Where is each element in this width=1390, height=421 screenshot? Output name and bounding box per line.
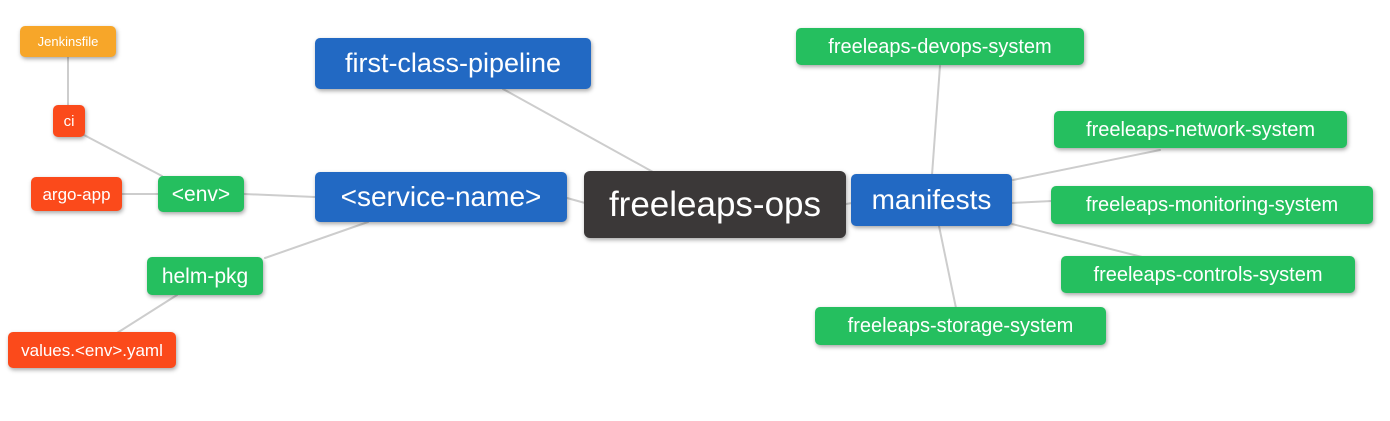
node-freeleaps-monitoring-system[interactable]: freeleaps-monitoring-system (1051, 186, 1373, 224)
edge-manifests-controls (1011, 223, 1143, 258)
edge-manifests-monitoring (1011, 200, 1053, 204)
node-first-class-pipeline[interactable]: first-class-pipeline (315, 38, 591, 89)
edge-manifests-devops (931, 65, 941, 176)
edge-pipeline-freeleaps-ops (502, 88, 654, 173)
node-freeleaps-storage-system[interactable]: freeleaps-storage-system (815, 307, 1106, 345)
node-freeleaps-ops[interactable]: freeleaps-ops (584, 171, 846, 238)
node-env[interactable]: <env> (158, 176, 244, 212)
node-freeleaps-controls-system[interactable]: freeleaps-controls-system (1061, 256, 1355, 293)
edge-manifests-network (1012, 149, 1161, 181)
node-jenkinsfile[interactable]: Jenkinsfile (20, 26, 116, 57)
edge-env-service-name (243, 193, 316, 198)
node-freeleaps-devops-system[interactable]: freeleaps-devops-system (796, 28, 1084, 65)
node-helm-pkg[interactable]: helm-pkg (147, 257, 263, 295)
edge-helm-pkg-service-name (264, 221, 369, 259)
node-values-env-yaml[interactable]: values.<env>.yaml (8, 332, 176, 368)
node-argo-app[interactable]: argo-app (31, 177, 122, 211)
edge-values-helm-pkg (116, 294, 178, 334)
edge-manifests-storage (938, 225, 957, 309)
node-ci[interactable]: ci (53, 105, 85, 137)
node-manifests[interactable]: manifests (851, 174, 1012, 226)
edge-ci-env (83, 134, 163, 177)
node-service-name[interactable]: <service-name> (315, 172, 567, 222)
node-freeleaps-network-system[interactable]: freeleaps-network-system (1054, 111, 1347, 148)
edge-service-name-freeleaps-ops (566, 197, 586, 204)
